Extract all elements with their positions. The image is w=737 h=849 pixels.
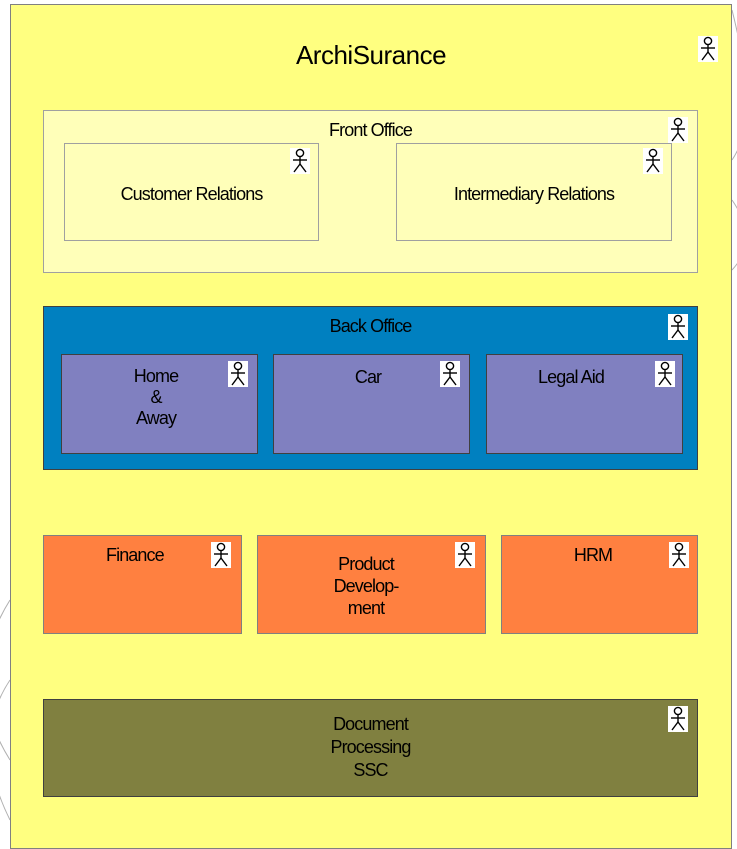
- legal-aid-box[interactable]: [486, 354, 683, 454]
- car-label: Car: [354, 367, 382, 387]
- home-away-label: Home & Away: [133, 366, 179, 428]
- hrm-box[interactable]: [501, 535, 698, 634]
- actor-icon: [290, 148, 310, 174]
- home-away-box[interactable]: [61, 354, 258, 454]
- car-box[interactable]: [273, 354, 470, 454]
- actor-icon: [698, 36, 718, 62]
- actor-icon: [440, 361, 460, 387]
- legal-aid-label: Legal Aid: [538, 367, 605, 387]
- finance-label: Finance: [106, 545, 165, 565]
- actor-icon: [669, 542, 689, 568]
- customer-relations-label: Customer Relations: [120, 184, 264, 204]
- product-development-box[interactable]: [257, 535, 486, 634]
- actor-icon: [228, 361, 248, 387]
- actor-icon: [643, 148, 663, 174]
- customer-relations-box[interactable]: [64, 143, 319, 241]
- document-processing-ssc-label: Document Processing SSC: [330, 714, 411, 780]
- intermediary-relations-box[interactable]: [396, 143, 672, 241]
- back-office-label: Back Office: [329, 316, 413, 336]
- document-processing-ssc-box[interactable]: [43, 699, 698, 797]
- actor-icon: [668, 706, 688, 732]
- actor-icon: [668, 117, 688, 143]
- hrm-label: HRM: [573, 545, 613, 565]
- actor-icon: [655, 361, 675, 387]
- actor-icon: [211, 542, 231, 568]
- actor-icon: [455, 542, 475, 568]
- front-office-label: Front Office: [329, 120, 413, 140]
- organization-label: ArchiSurance: [295, 40, 447, 70]
- finance-box[interactable]: [43, 535, 242, 634]
- intermediary-relations-label: Intermediary Relations: [453, 184, 615, 204]
- product-development-label: Product Develop- ment: [333, 554, 400, 618]
- actor-icon: [668, 314, 688, 340]
